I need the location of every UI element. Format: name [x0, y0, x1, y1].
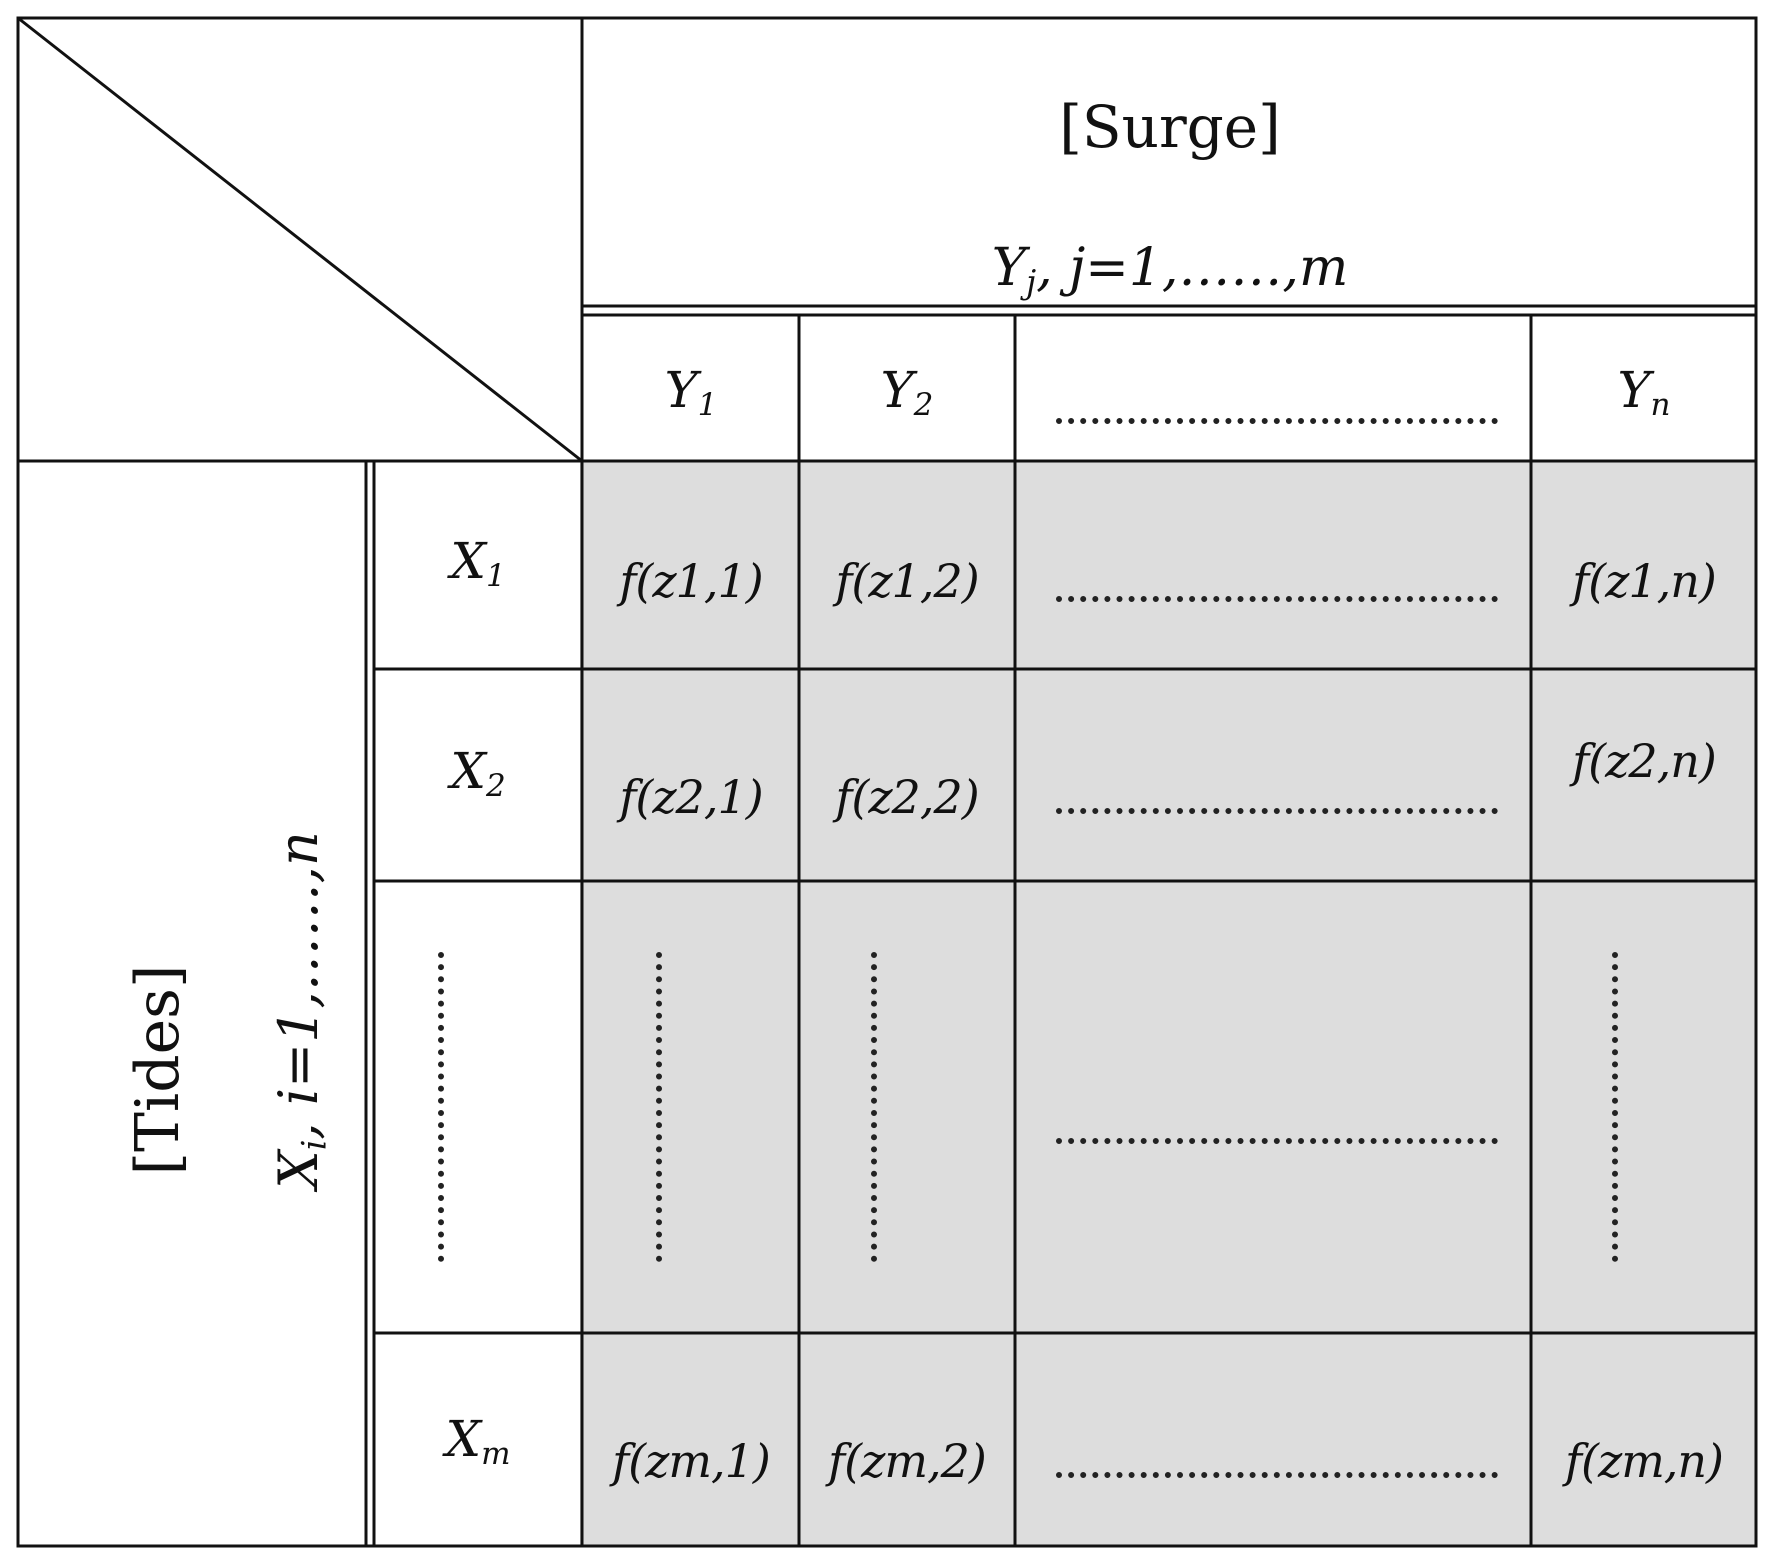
cell-m-2: f(zm,2)	[828, 1434, 987, 1488]
vertical-dots	[438, 952, 444, 1262]
cell-3-2	[800, 882, 1014, 1332]
surge-subtitle: Yj, j=1,……,m	[991, 238, 1349, 302]
vertical-dots	[871, 952, 877, 1262]
cell-3-1	[584, 882, 798, 1332]
horizontal-dots	[1056, 596, 1498, 602]
horizontal-dots	[1056, 808, 1498, 814]
row-header-x1: X1	[450, 532, 506, 594]
cell-2-1: f(z2,1)	[619, 770, 763, 824]
row-header-ellipsis	[376, 882, 580, 1332]
cell-m-n: f(zm,n)	[1564, 1434, 1724, 1488]
cell-2-2: f(z2,2)	[835, 770, 979, 824]
cell-1-ellipsis	[1016, 462, 1530, 668]
cell-1-2: f(z1,2)	[835, 554, 979, 608]
value-cells-background	[580, 460, 1756, 1546]
column-header-ellipsis	[1016, 316, 1530, 460]
column-header-yn: Yn	[1617, 361, 1671, 423]
vertical-dots	[656, 952, 662, 1262]
cell-3-n	[1532, 882, 1756, 1332]
row-header-xm: Xm	[445, 1410, 511, 1472]
cell-2-ellipsis	[1016, 670, 1530, 880]
row-header-x2: X2	[450, 742, 506, 804]
cell-2-n: f(z2,n)	[1572, 734, 1717, 788]
column-header-y1: Y1	[664, 361, 718, 423]
horizontal-dots	[1056, 1472, 1498, 1478]
surge-title: [Surge]	[1059, 93, 1281, 161]
column-header-y2: Y2	[880, 361, 934, 423]
surge-header: [Surge] Yj, j=1,……,m	[584, 18, 1756, 304]
cell-1-1: f(z1,1)	[619, 554, 763, 608]
horizontal-dots	[1056, 1138, 1498, 1144]
table-outer-border	[16, 16, 1758, 1548]
vertical-dots	[1612, 952, 1618, 1262]
cell-1-n: f(z1,n)	[1572, 554, 1717, 608]
corner-diagonal	[17, 16, 583, 463]
cell-m-ellipsis	[1016, 1334, 1530, 1546]
horizontal-dots	[1056, 418, 1498, 424]
cell-3-ellipsis	[1016, 882, 1530, 1332]
cell-m-1: f(zm,1)	[612, 1434, 771, 1488]
